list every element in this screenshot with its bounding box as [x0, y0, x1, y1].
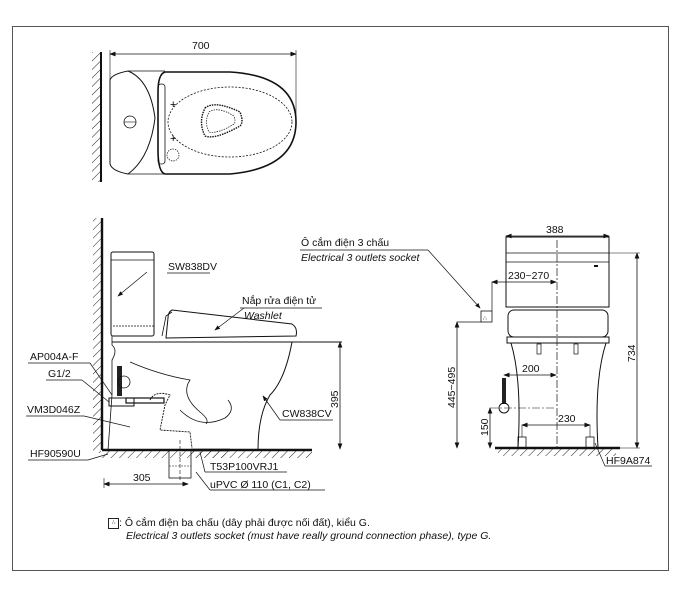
hose-loop: [117, 375, 131, 389]
leader-thread: [81, 379, 110, 403]
label-washlet-en: Washlet: [244, 310, 282, 322]
water-surface: [200, 104, 243, 138]
bowl-back: [107, 336, 116, 451]
wall-hatch: [92, 52, 100, 182]
trapway-inner: [179, 399, 232, 423]
label-drain-pipe: uPVC Ø 110 (C1, C2): [210, 479, 311, 491]
floor-hatch: [191, 451, 312, 458]
leader-socket: [427, 249, 481, 309]
supply-hole: [166, 148, 180, 162]
drawing-frame: [12, 26, 669, 571]
hinge-bolt: [536, 343, 542, 355]
bowl-right: [596, 342, 607, 449]
washlet-hinge: [161, 311, 173, 337]
mount-cross-icon: +: [170, 99, 176, 111]
top-view: + +: [92, 50, 297, 182]
dim-label-seat-height: 395: [329, 390, 341, 408]
socket-dots: ∴: [483, 316, 487, 322]
floor-bolt: [585, 436, 595, 449]
label-bowl: CW838CV: [282, 408, 332, 420]
legend-note: ∴: Ô cắm điện ba chấu (dây phải được nối…: [108, 517, 491, 543]
label-socket-vi: Ô cắm điện 3 chấu: [301, 237, 390, 249]
floor-bolt: [517, 436, 527, 449]
dim-label-total-height: 734: [626, 344, 638, 362]
label-tank: SW838DV: [168, 261, 218, 273]
supply-hose-front: [502, 378, 506, 404]
leader-supply-hose: [83, 415, 131, 428]
drain-outline: [206, 109, 236, 133]
dim-label-supply-offset: 200: [522, 363, 540, 375]
label-floor-bolt: HF9A874: [606, 455, 651, 467]
label-floor-flange: HF90590U: [30, 448, 81, 460]
bowl-front: [257, 341, 293, 451]
dim-label-socket-height: 445~495: [446, 366, 458, 408]
label-thread: G1/2: [48, 368, 71, 380]
leader-tank: [117, 271, 148, 297]
drain-hidden: [149, 392, 193, 449]
front-view: ∴: [300, 233, 652, 467]
hinge: [157, 83, 166, 165]
spring-seal: [125, 397, 165, 404]
legend-line-vi: ∴: Ô cắm điện ba chấu (dây phải được nối…: [108, 517, 491, 530]
tank-top: [109, 70, 156, 175]
dim-label-tank-width: 388: [546, 224, 564, 236]
label-angle-valve: AP004A-F: [30, 351, 79, 363]
floor-hatch: [498, 449, 616, 456]
mount-cross-icon: +: [170, 133, 176, 145]
supply-hose-side: [117, 366, 122, 396]
angle-valve-side: [108, 397, 135, 407]
dim-label-bolt-spacing: 230: [558, 413, 576, 425]
leader-floor-bolt: [594, 442, 606, 467]
dim-label-supply-height: 150: [479, 418, 491, 436]
seat-front: [506, 336, 610, 344]
bowl-left: [510, 342, 520, 449]
label-supply-hose: VM3D046Z: [27, 404, 81, 416]
leader-drain-adapter: [199, 451, 206, 473]
dim-label-rough-in: 305: [133, 472, 151, 484]
tank-logo: [594, 265, 598, 267]
floor-hatch: [102, 451, 226, 458]
leader-bowl: [262, 395, 281, 421]
tank-side: [110, 251, 155, 337]
leader-drain-pipe: [195, 471, 211, 491]
label-socket-en: Electrical 3 outlets socket: [301, 252, 420, 264]
dim-label-width: 700: [192, 40, 210, 52]
leader-floor-flange: [87, 453, 109, 461]
label-drain-adapter: T53P100VRJ1: [210, 461, 279, 473]
leader-washlet: [214, 307, 245, 331]
leader-angle-valve: [89, 362, 113, 396]
side-view: [26, 218, 343, 491]
trapway: [129, 361, 208, 425]
dim-label-socket-offset: 230~270: [508, 270, 550, 282]
socket-legend-icon: ∴: [108, 517, 119, 529]
socket-icon: [480, 310, 493, 323]
hinge-bolt: [573, 343, 579, 355]
washlet-front: [507, 309, 609, 338]
legend-text-vi: : Ô cắm điện ba chấu (dây phải được nối …: [119, 517, 370, 529]
seat-outline: [157, 71, 297, 175]
label-washlet-vi: Nắp rửa điện tử: [242, 295, 317, 307]
wall-hatch: [93, 218, 101, 453]
legend-text-en: Electrical 3 outlets socket (must have r…: [126, 530, 492, 542]
bowl-rim-hidden: [167, 86, 293, 158]
